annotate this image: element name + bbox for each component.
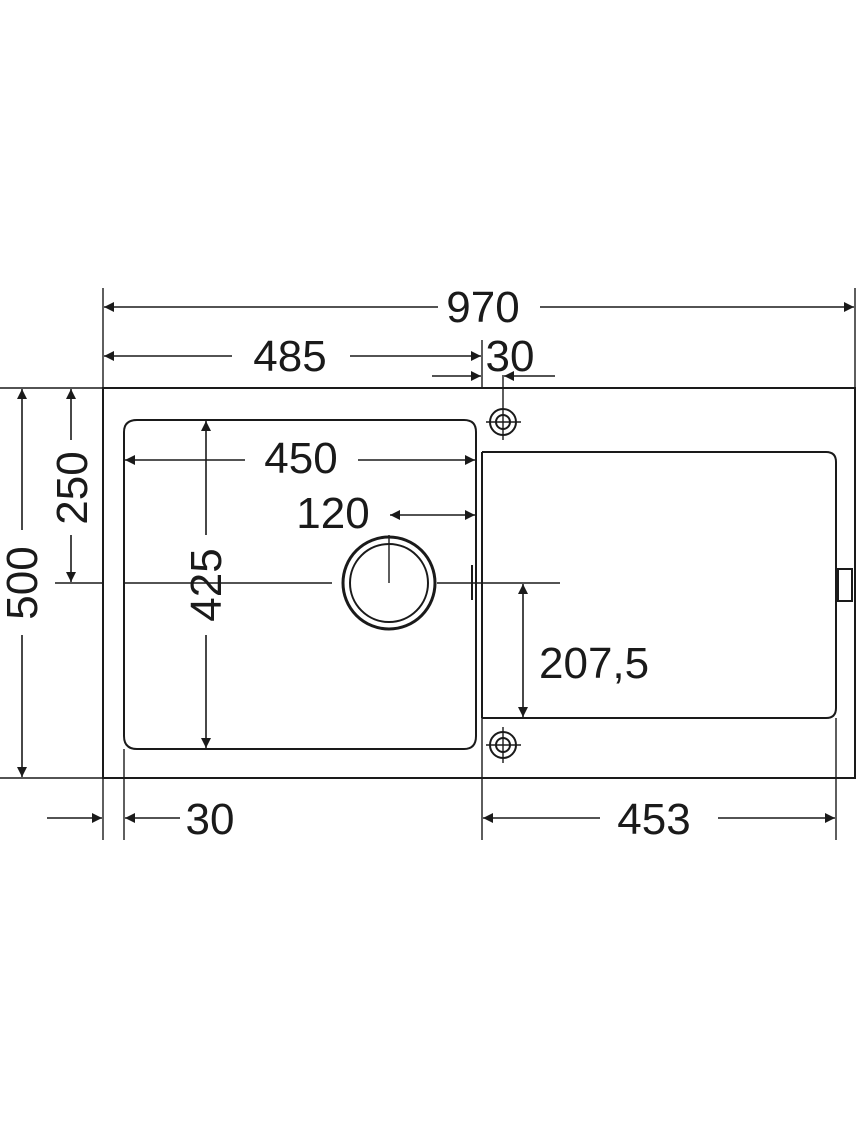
dimension-485: 485 [104, 332, 481, 381]
dim-label-120: 120 [296, 489, 369, 538]
dim-label-250: 250 [48, 451, 97, 524]
dim-label-425: 425 [182, 548, 231, 621]
dimension-500: 500 [0, 389, 47, 777]
dim-label-970: 970 [446, 283, 519, 332]
dimension-453: 453 [483, 795, 835, 844]
bowl-outline [123, 419, 477, 750]
tap-hole-top [486, 403, 521, 440]
dimension-30-bottom: 30 [47, 795, 234, 844]
dimension-30-top: 30 [432, 332, 555, 381]
dimension-425: 425 [182, 421, 231, 748]
dim-label-500: 500 [0, 546, 47, 619]
tap-hole-bottom [486, 727, 521, 763]
dim-label-30-bottom: 30 [186, 795, 235, 844]
dim-label-450: 450 [264, 434, 337, 483]
overflow-slot [837, 568, 853, 602]
dimension-450: 450 [125, 434, 475, 483]
dimension-250: 250 [48, 389, 97, 582]
dim-label-30-top: 30 [486, 332, 535, 381]
dimension-207-5: 207,5 [518, 584, 649, 717]
extension-lines [0, 288, 856, 840]
dim-label-207-5: 207,5 [539, 639, 649, 688]
dim-label-453: 453 [617, 795, 690, 844]
dimension-120: 120 [296, 489, 475, 538]
drainer-outline [482, 451, 837, 719]
dimension-970: 970 [104, 283, 854, 332]
dim-label-485: 485 [253, 332, 326, 381]
